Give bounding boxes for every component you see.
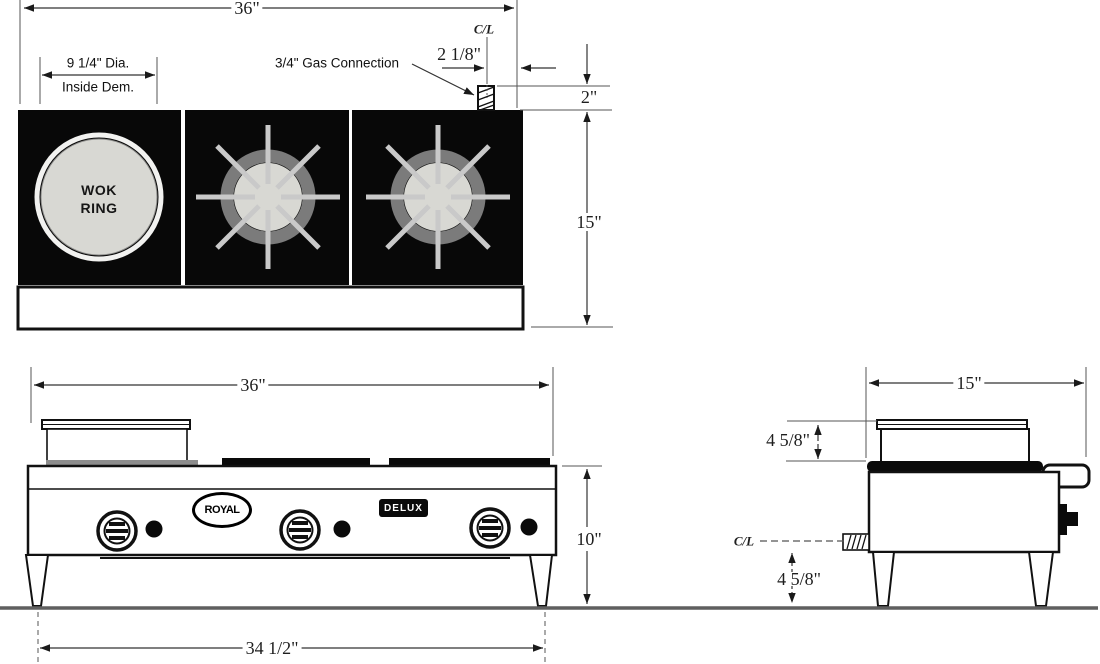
leg-span-dim-label: 34 1/2": [242, 639, 302, 657]
side-view-extension-lines: [760, 367, 1087, 542]
side-wok-box: [880, 428, 1030, 463]
front-view-extension-lines: [30, 367, 602, 663]
side-depth-dim-label: 15": [953, 374, 985, 392]
open-burner-1: [196, 125, 340, 269]
top-width-dim-label: 36": [231, 0, 263, 17]
knob-1: [96, 510, 163, 552]
wok-platform-box: [46, 428, 188, 463]
pilot-dot: [145, 520, 163, 538]
grate-bar-2: [389, 458, 550, 466]
side-body: [867, 470, 1061, 554]
side-right-leg: [1027, 551, 1055, 607]
wok-ring: [34, 132, 164, 262]
side-knob: [1059, 504, 1078, 535]
side-view: [760, 367, 1091, 607]
side-gas-stub: [842, 533, 870, 551]
wok-diameter-label: 9 1/4" Dia.: [66, 55, 130, 71]
top-depth-dim-label: 15": [573, 213, 605, 231]
top-view-extension-lines: [19, 0, 613, 328]
delux-model-badge: DELUX: [379, 499, 428, 517]
control-knobs: [96, 507, 538, 552]
top-view: [16, 0, 613, 331]
open-burner-2: [366, 125, 510, 269]
royal-brand-logo: ROYAL: [192, 492, 252, 528]
top-view-dimension-lines: [24, 4, 591, 325]
front-ledge: [16, 285, 525, 331]
pilot-dot: [520, 518, 538, 536]
side-left-leg: [871, 551, 896, 607]
front-width-dim-label: 36": [237, 376, 269, 394]
grate-bar-1: [222, 458, 370, 466]
side-centerline-label: C/L: [733, 533, 755, 549]
grate-spokes: [196, 125, 340, 269]
front-view: [24, 367, 602, 663]
wok-inside-dem-label: Inside Dem.: [61, 79, 135, 95]
top-centerline-label: C/L: [473, 21, 495, 37]
gas-offset-dim-label: 2 1/8": [437, 44, 481, 64]
wok-ring-label-1: WOK: [81, 182, 117, 198]
wok-ring-label-2: RING: [80, 200, 118, 216]
front-height-dim-label: 10": [573, 530, 605, 548]
front-right-leg: [528, 554, 554, 607]
gas-connection-icon: [477, 85, 495, 111]
gas-connection-label: 3/4" Gas Connection: [274, 55, 400, 71]
gas-setback-dim-label: 2": [577, 88, 601, 106]
side-wok-height-dim-label: 4 5/8": [766, 430, 810, 450]
knob-2: [279, 509, 351, 551]
front-left-leg: [24, 554, 50, 607]
wok-platform-base: [46, 460, 198, 466]
knob-3: [469, 507, 538, 549]
side-gas-height-dim-label: 4 5/8": [777, 569, 821, 589]
pilot-dot: [333, 520, 351, 538]
side-grate-band: [867, 461, 1043, 472]
grate-spokes: [366, 125, 510, 269]
